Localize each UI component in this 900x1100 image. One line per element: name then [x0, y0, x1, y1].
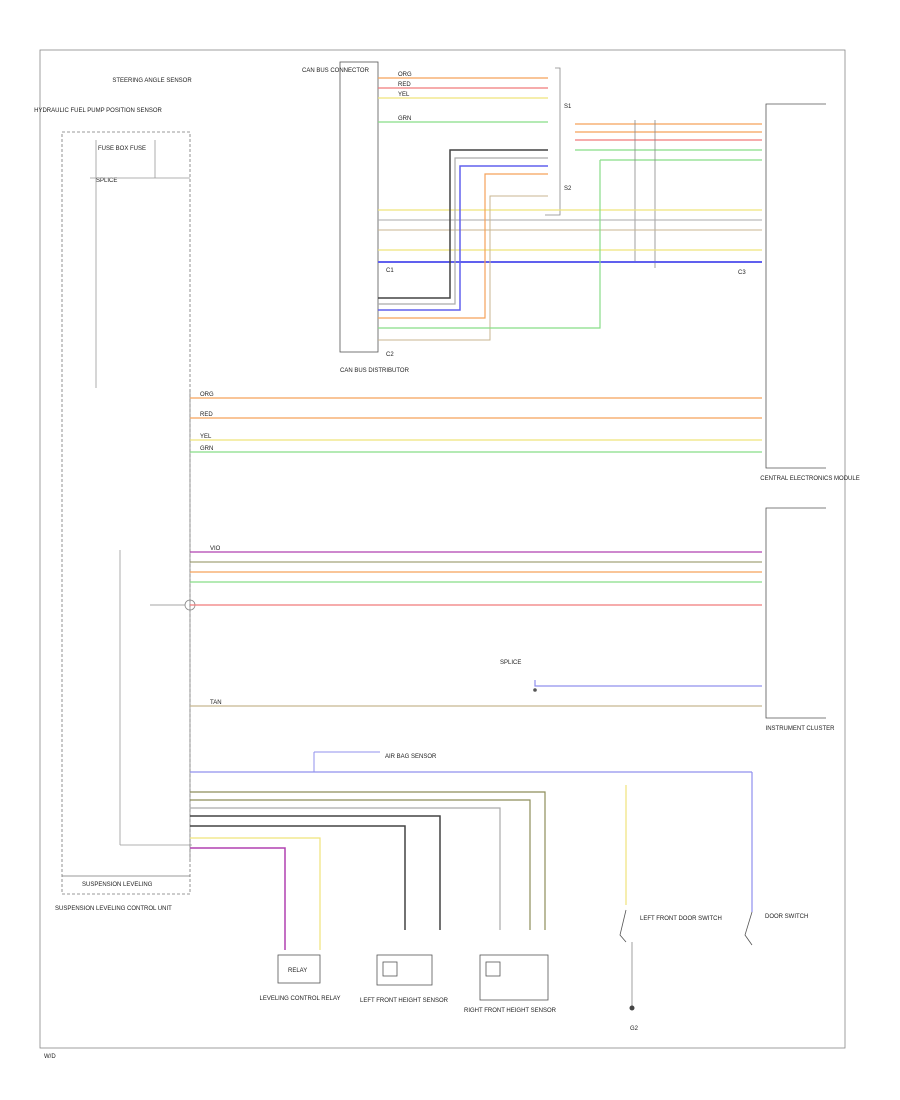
sensor-upper-label: AIR BAG SENSOR — [385, 754, 437, 760]
bus-label-1: ORG — [200, 392, 214, 398]
bus-label-2: RED — [200, 412, 213, 418]
right-mid-module — [765, 507, 826, 719]
wire-label-yel: YEL — [398, 92, 410, 98]
wire-vert-blue — [378, 165, 548, 311]
splice-node — [533, 688, 537, 692]
wire-vert-orange — [378, 173, 548, 319]
ground-bottom-label: G2 — [630, 1026, 639, 1032]
comp3-inner — [485, 961, 501, 977]
comp1-caption: LEVELING CONTROL RELAY — [259, 996, 340, 1002]
footer-label: W/D — [44, 1054, 56, 1060]
comp5-switch — [744, 911, 753, 946]
left-splice-label: SPLICE — [96, 178, 117, 184]
bottom-yellow — [190, 837, 321, 950]
left-sensor-b-label: STEERING ANGLE SENSOR — [112, 78, 192, 84]
bottom-olive-2 — [190, 799, 531, 930]
connector-c2-label: C2 — [386, 352, 394, 358]
bus-label-tan: TAN — [210, 700, 222, 706]
left-module-label: HYDRAULIC FUEL PUMP POSITION SENSOR — [34, 108, 162, 114]
left-bottom-label: SUSPENSION LEVELING — [82, 882, 153, 888]
bottom-gray-1 — [190, 807, 501, 930]
bus-label-4: GRN — [200, 446, 213, 452]
center-module-box — [339, 61, 379, 353]
splice-block — [545, 67, 561, 216]
bus-label-vio: VIO — [210, 546, 221, 552]
comp2-sensor — [376, 954, 433, 986]
splice-s1-label: S1 — [564, 104, 572, 110]
comp2-caption: LEFT FRONT HEIGHT SENSOR — [360, 998, 449, 1004]
wire-label-red: RED — [398, 82, 411, 88]
wire-label-org: ORG — [398, 72, 412, 78]
left-caption: SUSPENSION LEVELING CONTROL UNIT — [55, 906, 172, 912]
wire-vert-green — [378, 160, 601, 329]
bus-label-3: YEL — [200, 434, 212, 440]
comp5-caption: DOOR SWITCH — [765, 914, 808, 920]
comp1-relay — [277, 954, 321, 984]
ground-bottom-symbol — [629, 1005, 635, 1011]
wire-vert-gray — [378, 157, 548, 305]
diagram-frame — [39, 49, 846, 1049]
splice-lightblue-wire — [534, 680, 762, 687]
splice-bottom-label: SPLICE — [500, 660, 521, 666]
connector-c3-label: C3 — [738, 270, 746, 276]
left-module-box — [61, 131, 191, 895]
comp4-switch — [619, 909, 627, 943]
right-top-module — [765, 103, 826, 469]
right-top-caption: CENTRAL ELECTRONICS MODULE — [760, 476, 859, 482]
bottom-purple — [190, 847, 286, 950]
comp3-sensor — [479, 954, 549, 1001]
comp4-caption: LEFT FRONT DOOR SWITCH — [640, 916, 722, 922]
connector-c1-label: C1 — [386, 268, 394, 274]
wire-vert-tan — [378, 195, 548, 341]
center-caption: CAN BUS DISTRIBUTOR — [340, 368, 410, 374]
bottom-olive-1 — [190, 791, 546, 930]
right-mid-caption: INSTRUMENT CLUSTER — [766, 726, 836, 732]
wire-vert-dark — [378, 149, 548, 299]
wire-label-grn: GRN — [398, 116, 411, 122]
center-module-label: CAN BUS CONNECTOR — [302, 68, 370, 74]
splice-s2-label: S2 — [564, 186, 572, 192]
comp3-caption: RIGHT FRONT HEIGHT SENSOR — [464, 1008, 557, 1014]
bottom-dark-2 — [190, 825, 406, 930]
bottom-dark-1 — [190, 815, 441, 930]
comp1-label: RELAY — [288, 968, 307, 974]
comp2-inner — [382, 961, 398, 977]
left-sensor-a-label: FUSE BOX FUSE — [98, 146, 146, 152]
